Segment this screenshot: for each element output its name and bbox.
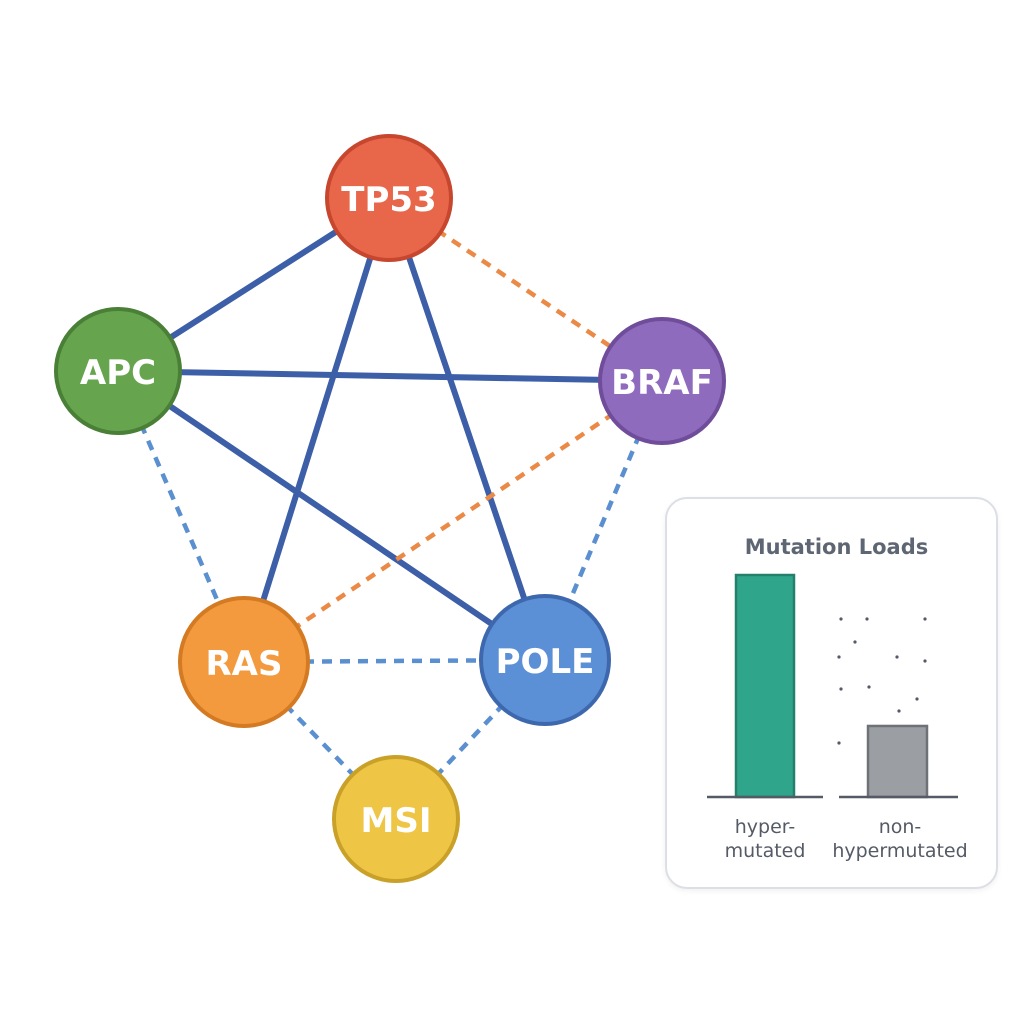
edge-pole-msi bbox=[434, 702, 506, 779]
scatter-dot bbox=[865, 617, 869, 621]
bar-label-line2: hypermutated bbox=[832, 840, 967, 862]
node-label-tp53: TP53 bbox=[341, 180, 436, 220]
scatter-dot bbox=[923, 617, 927, 621]
edge-ras-pole bbox=[303, 658, 486, 664]
scatter-dots bbox=[837, 617, 927, 745]
scatter-dot bbox=[923, 659, 927, 663]
node-label-ras: RAS bbox=[206, 644, 283, 684]
mutation-loads-bar-chart: hyper-mutated non-hypermutated bbox=[707, 573, 968, 862]
node-circle-tp53 bbox=[325, 134, 453, 262]
scatter-dot bbox=[839, 617, 843, 621]
panel-title: Mutation Loads bbox=[744, 535, 929, 559]
edge-tp53-braf bbox=[435, 228, 616, 351]
edge-apc-braf bbox=[172, 369, 608, 383]
network-edges bbox=[138, 226, 642, 779]
bar-non-hypermutated bbox=[866, 724, 929, 799]
node-circle-pole bbox=[479, 594, 611, 726]
scatter-dot bbox=[837, 655, 841, 659]
node-tp53: TP53 bbox=[325, 134, 453, 262]
node-label-pole: POLE bbox=[496, 642, 595, 682]
node-circle-ras bbox=[178, 596, 310, 728]
mutation-loads-panel: Mutation Loads hyper-mutated non-hypermut… bbox=[665, 497, 998, 889]
node-label-apc: APC bbox=[80, 353, 156, 393]
node-braf: BRAF bbox=[598, 317, 726, 445]
node-circle-msi bbox=[332, 755, 460, 883]
node-msi: MSI bbox=[332, 755, 460, 883]
scatter-dot bbox=[839, 687, 843, 691]
scatter-dot bbox=[853, 640, 857, 644]
edge-tp53-ras bbox=[258, 250, 375, 608]
node-apc: APC bbox=[54, 307, 182, 435]
edge-ras-msi bbox=[284, 703, 358, 779]
node-pole: POLE bbox=[479, 594, 611, 726]
scatter-dot bbox=[895, 655, 899, 659]
scatter-dot bbox=[867, 685, 871, 689]
scatter-dot bbox=[897, 709, 901, 713]
bar-label-line1: hyper- bbox=[735, 816, 796, 838]
node-circle-braf bbox=[598, 317, 726, 445]
edge-tp53-pole bbox=[404, 249, 529, 607]
bar-label-line2: mutated bbox=[725, 840, 806, 862]
node-ras: RAS bbox=[178, 596, 310, 728]
scatter-dot bbox=[915, 697, 919, 701]
node-label-braf: BRAF bbox=[611, 363, 713, 403]
bar-label-line1: non- bbox=[879, 816, 922, 838]
edge-apc-pole bbox=[163, 400, 499, 630]
edge-braf-pole bbox=[566, 433, 642, 606]
node-label-msi: MSI bbox=[361, 801, 432, 841]
edge-apc-ras bbox=[138, 423, 223, 608]
node-circle-apc bbox=[54, 307, 182, 435]
bar-hypermutated bbox=[734, 573, 796, 799]
scatter-dot bbox=[837, 741, 841, 745]
bars: hyper-mutated non-hypermutated bbox=[707, 573, 968, 862]
edge-tp53-apc bbox=[163, 226, 344, 343]
